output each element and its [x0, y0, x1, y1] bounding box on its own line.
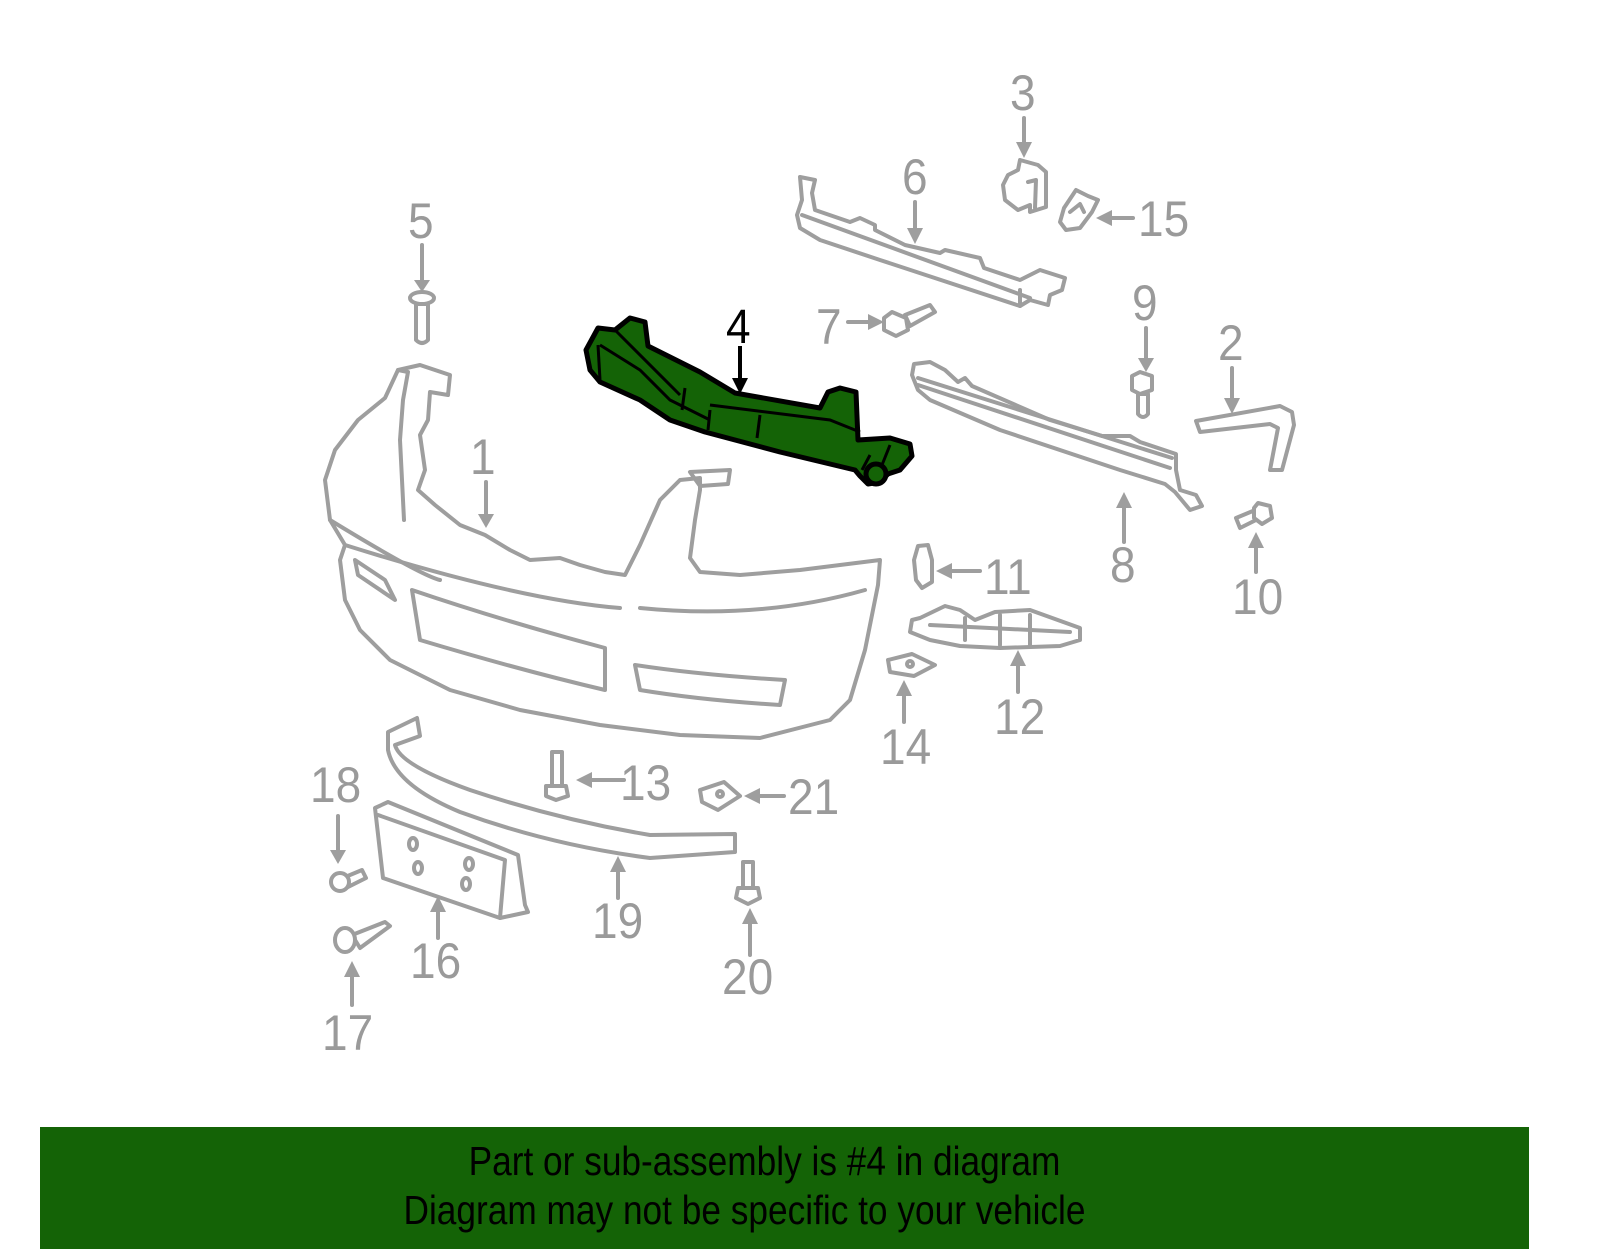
parts-diagram: 5 3 6 15 4 7 9 2 1 8 11 10 12 14 13 21 1…	[310, 65, 1296, 1061]
part-2-bracket[interactable]	[1194, 404, 1296, 472]
banner-part-note: Part or sub-assembly is #4 in diagram	[468, 1138, 1061, 1184]
callout-8[interactable]: 8	[1110, 537, 1136, 593]
callout-5[interactable]: 5	[408, 193, 434, 249]
part-21-nut[interactable]	[698, 780, 742, 812]
callout-10[interactable]: 10	[1232, 569, 1284, 625]
part-11-clip[interactable]	[912, 543, 934, 590]
callout-21[interactable]: 21	[788, 769, 840, 825]
callout-2[interactable]: 2	[1218, 315, 1244, 371]
part-9-bolt[interactable]	[1130, 370, 1154, 419]
callout-20[interactable]: 20	[722, 949, 774, 1005]
callout-6[interactable]: 6	[902, 149, 928, 205]
part-13-bolt[interactable]	[544, 750, 570, 802]
part-15-clip[interactable]	[1058, 188, 1100, 232]
part-10-bolt[interactable]	[1234, 501, 1274, 530]
callout-15[interactable]: 15	[1138, 191, 1190, 247]
part-20-bolt[interactable]	[734, 860, 762, 906]
part-3-clip[interactable]	[1001, 158, 1048, 214]
part-12-side-support[interactable]	[908, 604, 1082, 650]
part-19-lower-spoiler[interactable]	[386, 716, 737, 860]
callout-12[interactable]: 12	[994, 689, 1046, 745]
part-7-bolt[interactable]	[882, 303, 937, 338]
part-6-upper-absorber[interactable]	[795, 175, 1067, 308]
callout-14[interactable]: 14	[880, 719, 932, 775]
callout-7[interactable]: 7	[816, 299, 842, 355]
callout-19[interactable]: 19	[592, 893, 644, 949]
callout-18[interactable]: 18	[310, 757, 362, 813]
callout-13[interactable]: 13	[620, 755, 672, 811]
callout-17[interactable]: 17	[322, 1005, 374, 1061]
part-14-nut[interactable]	[886, 652, 937, 678]
part-17-screw[interactable]	[333, 920, 392, 954]
callout-arrows	[330, 116, 1264, 1007]
part-18-rivet[interactable]	[329, 868, 368, 893]
diagram-drawing	[323, 116, 1296, 1007]
callout-9[interactable]: 9	[1132, 275, 1158, 331]
callout-4-highlighted[interactable]: 4	[726, 301, 751, 354]
part-1-bumper-cover[interactable]	[323, 363, 882, 740]
callout-3[interactable]: 3	[1010, 65, 1036, 121]
part-5-push-rivet[interactable]	[408, 290, 436, 345]
part-8-reinforcement-beam[interactable]	[910, 360, 1204, 512]
part-4-absorber-bracket-highlighted[interactable]	[583, 315, 915, 487]
callout-11[interactable]: 11	[984, 549, 1032, 605]
part-16-license-bracket[interactable]	[373, 800, 530, 920]
info-banner: Part or sub-assembly is #4 in diagram Di…	[40, 1127, 1529, 1249]
callout-16[interactable]: 16	[410, 933, 462, 989]
banner-disclaimer: Diagram may not be specific to your vehi…	[403, 1187, 1086, 1233]
callout-1[interactable]: 1	[470, 429, 496, 485]
